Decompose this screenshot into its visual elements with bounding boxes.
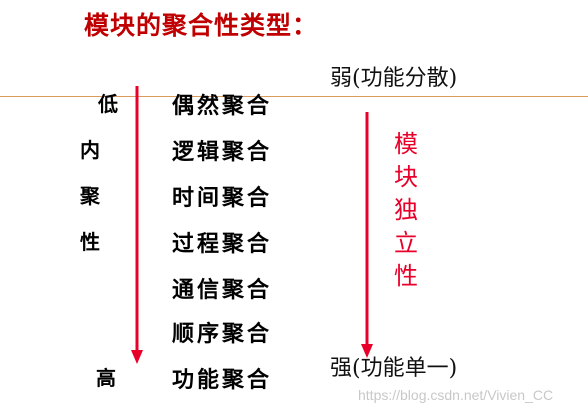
scale-top-label: 弱(功能分散) — [330, 66, 458, 91]
independence-arrow — [361, 112, 373, 358]
cohesion-type-item: 过程聚合 — [172, 232, 273, 257]
cohesion-type-item: 偶然聚合 — [172, 94, 273, 119]
independence-char: 性 — [394, 262, 418, 290]
scale-bottom-label: 强(功能单一) — [330, 356, 458, 381]
cohesion-low-char: 性 — [80, 230, 100, 254]
cohesion-high-char: 高 — [96, 366, 116, 390]
cohesion-type-item: 功能聚合 — [172, 368, 273, 393]
page-title: 模块的聚合性类型： — [84, 11, 319, 40]
cohesion-type-item: 通信聚合 — [172, 278, 273, 303]
independence-char: 独 — [394, 196, 418, 224]
watermark: https://blog.csdn.net/Vivien_CC — [358, 387, 554, 403]
independence-label: 模 块 独 立 性 — [391, 128, 421, 293]
cohesion-arrow — [131, 86, 143, 364]
independence-char: 块 — [394, 163, 418, 191]
divider-line — [0, 96, 588, 97]
cohesion-low-char: 聚 — [80, 184, 100, 208]
cohesion-type-item: 顺序聚合 — [172, 322, 273, 347]
cohesion-type-item: 逻辑聚合 — [172, 140, 273, 165]
independence-char: 立 — [394, 229, 418, 257]
independence-char: 模 — [394, 130, 418, 158]
cohesion-low-char: 低 — [98, 92, 118, 116]
cohesion-type-item: 时间聚合 — [172, 186, 273, 211]
cohesion-low-char: 内 — [80, 138, 100, 162]
